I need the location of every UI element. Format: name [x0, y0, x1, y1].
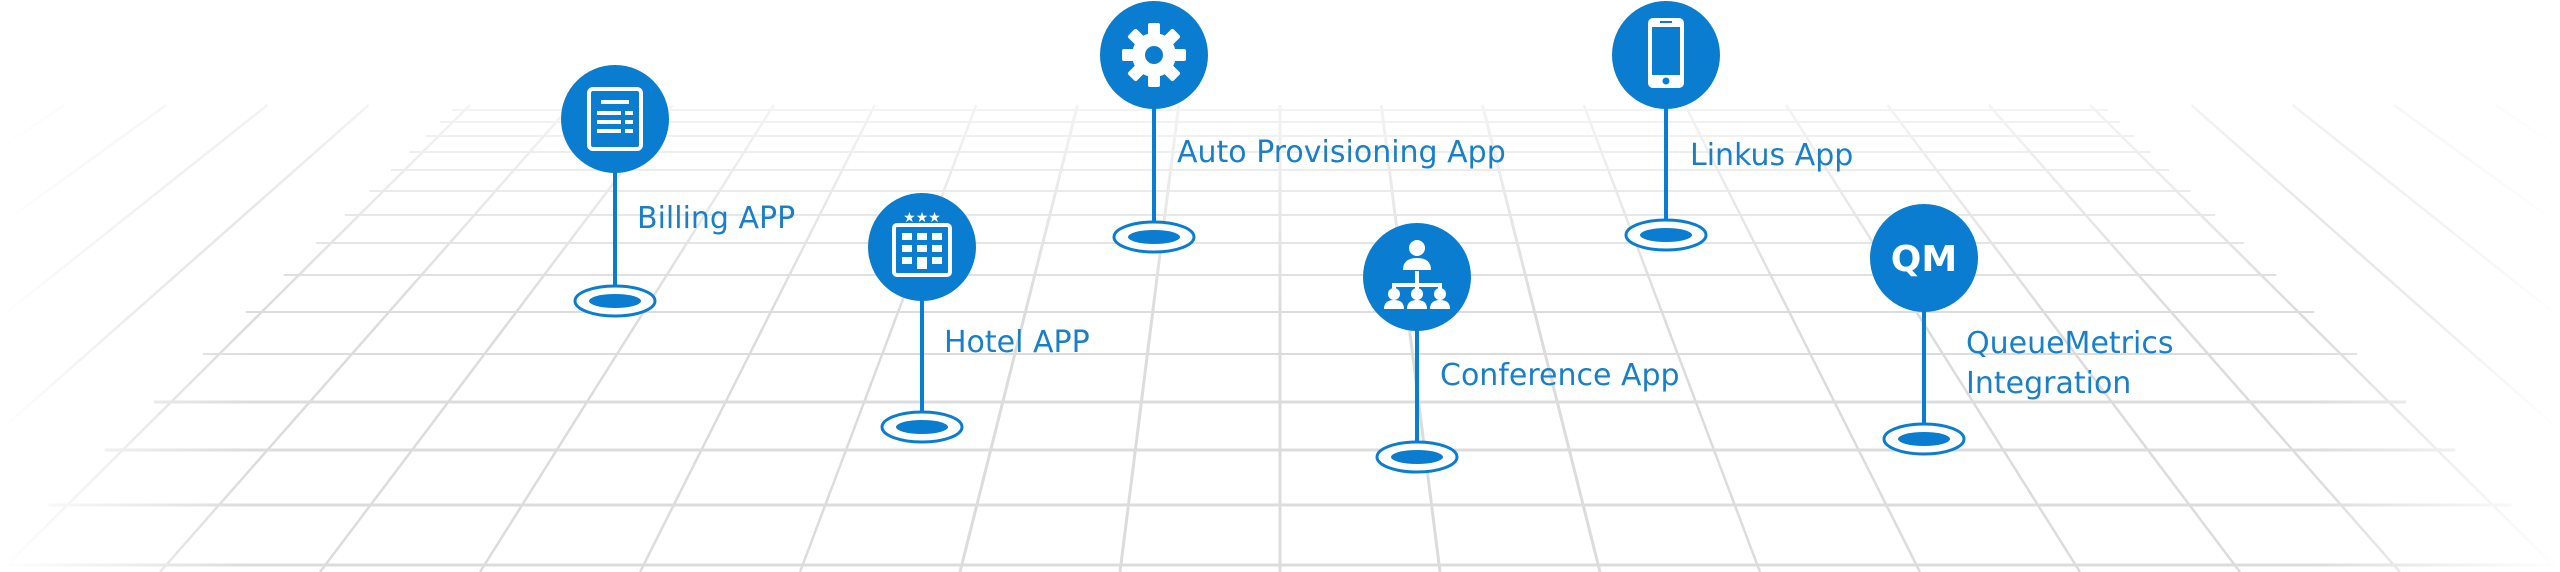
queuemetrics-integration-pin: QM — [1869, 203, 1979, 463]
conference-app-label: Conference App — [1440, 358, 1680, 393]
gear-icon — [1122, 23, 1186, 87]
svg-text:QM: QM — [1891, 239, 1957, 280]
document-icon — [587, 87, 643, 151]
auto-provisioning-app-pin — [1099, 0, 1209, 260]
pin-marker — [1612, 1, 1720, 252]
svg-text:★★★: ★★★ — [903, 210, 941, 226]
queuemetrics-label-line-2: Integration — [1966, 366, 2132, 401]
hotel-building-icon: ★★★ — [892, 210, 952, 277]
queuemetrics-integration-label: QueueMetrics Integration — [1966, 324, 2173, 404]
queuemetrics-logo-icon: QM — [1891, 239, 1957, 280]
pin-marker — [561, 65, 669, 318]
linkus-app-label: Linkus App — [1690, 138, 1854, 173]
hotel-app-pin: ★★★ — [867, 192, 977, 452]
conference-people-icon — [1384, 240, 1450, 309]
grid-side-fade — [2310, 0, 2560, 572]
grid-side-fade — [0, 0, 250, 572]
conference-app-pin — [1362, 222, 1472, 482]
billing-app-label: Billing APP — [637, 201, 796, 236]
linkus-app-pin — [1611, 0, 1721, 260]
queuemetrics-label-line-1: QueueMetrics — [1966, 326, 2174, 361]
mobile-phone-icon — [1648, 18, 1684, 88]
pin-marker — [1100, 1, 1208, 254]
auto-provisioning-app-label: Auto Provisioning App — [1177, 135, 1506, 170]
pin-marker — [1363, 223, 1471, 474]
pin-marker: QM — [1870, 204, 1978, 456]
pin-marker: ★★★ — [868, 193, 976, 444]
hotel-app-label: Hotel APP — [944, 325, 1090, 360]
billing-app-pin — [560, 64, 670, 324]
